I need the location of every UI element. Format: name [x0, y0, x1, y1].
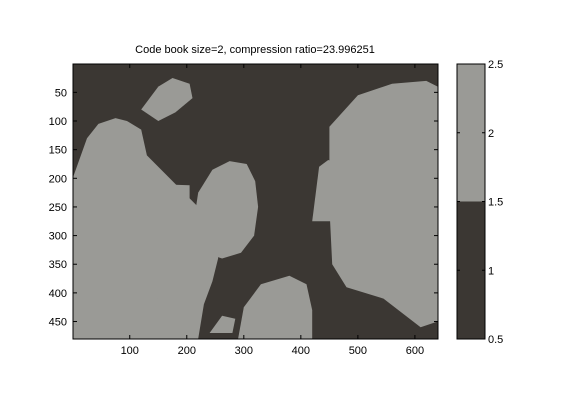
colorbar-tick-label: 1: [488, 265, 494, 277]
colorbar-tick-label: 0.5: [488, 334, 503, 346]
y-tick-label: 200: [49, 173, 67, 185]
colorbar-tick-label: 1.5: [488, 197, 503, 209]
y-tick-label: 350: [49, 259, 67, 271]
x-tick-label: 100: [121, 345, 139, 357]
image-region-light: [72, 118, 219, 339]
colorbar-band: [457, 201, 485, 339]
x-tick-label: 400: [292, 345, 310, 357]
image-region-light: [238, 275, 313, 339]
image-region-light: [124, 184, 190, 214]
y-tick-label: 100: [49, 116, 67, 128]
y-tick-label: 250: [49, 202, 67, 214]
image-region-light: [312, 160, 341, 222]
image-region-light: [329, 80, 438, 328]
colorbar-tick-label: 2.5: [488, 59, 503, 71]
colorbar-band: [457, 64, 485, 202]
y-tick-label: 300: [49, 231, 67, 243]
image-regions: [72, 78, 438, 339]
image-region-light: [192, 161, 259, 259]
y-tick-label: 150: [49, 145, 67, 157]
plot-frame: [72, 63, 439, 340]
x-tick-label: 600: [406, 345, 424, 357]
y-tick-label: 400: [49, 288, 67, 300]
image-region-light: [141, 78, 193, 121]
image-region-light: [414, 235, 438, 270]
chart-title: Code book size=2, compression ratio=23.9…: [135, 44, 375, 56]
image-plot: [72, 63, 439, 340]
x-axis: 100 200 300 400 500 600: [121, 64, 424, 357]
x-tick-label: 500: [349, 345, 367, 357]
y-axis: 50 100 150 200 250 300 350 400 450: [49, 87, 438, 329]
colorbar: 0.5 1 1.5 2 2.5: [456, 59, 503, 346]
image-region-light: [209, 315, 236, 333]
y-tick-label: 450: [49, 317, 67, 329]
x-tick-label: 200: [178, 345, 196, 357]
colorbar-ticks: 0.5 1 1.5 2 2.5: [457, 59, 503, 346]
colorbar-bands: [457, 64, 485, 339]
image-region-light: [135, 295, 167, 325]
colorbar-tick-label: 2: [488, 128, 494, 140]
y-tick-label: 50: [55, 87, 67, 99]
x-tick-label: 300: [235, 345, 253, 357]
